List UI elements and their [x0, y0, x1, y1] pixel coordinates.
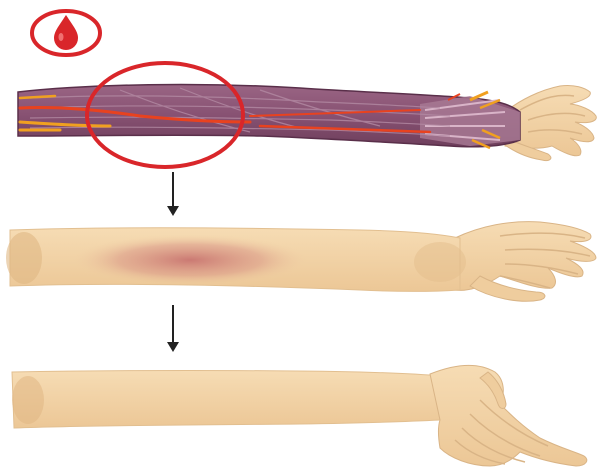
- bruise-mark: [70, 234, 310, 286]
- exposed-forearm-muscles: [18, 63, 596, 167]
- arrow-down-icon: [167, 305, 179, 352]
- bruised-forearm: [6, 222, 596, 302]
- wrist-drop-forearm: [12, 365, 587, 466]
- blood-drop-icon: [32, 11, 100, 55]
- forearm-skin-lower: [12, 371, 440, 429]
- drooping-hand: [430, 365, 587, 466]
- hand-open-middle: [455, 222, 596, 302]
- arrow-down-icon: [167, 172, 179, 216]
